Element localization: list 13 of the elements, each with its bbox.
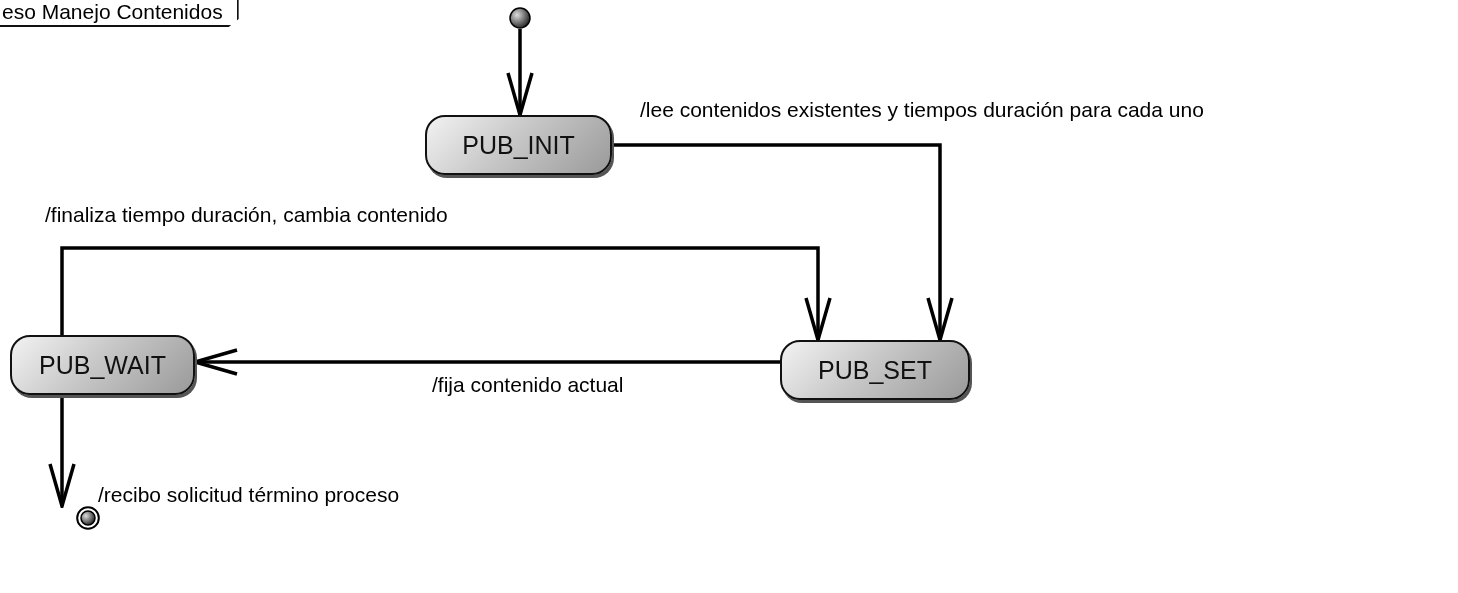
transition-arrow — [48, 395, 76, 508]
state-name: PUB_WAIT — [39, 350, 166, 380]
state-box — [10, 335, 195, 395]
state-box — [780, 340, 970, 400]
initial-state-circle — [509, 7, 531, 29]
state-box — [425, 115, 612, 175]
diagram-title: eso Manejo Contenidos — [0, 0, 239, 27]
state-name: PUB_INIT — [462, 130, 575, 160]
transition-arrow — [612, 143, 954, 342]
state-name: PUB_SET — [818, 355, 932, 385]
transition-arrow — [60, 246, 832, 342]
final-state-circle — [76, 506, 100, 530]
transition-arrow — [506, 29, 534, 117]
